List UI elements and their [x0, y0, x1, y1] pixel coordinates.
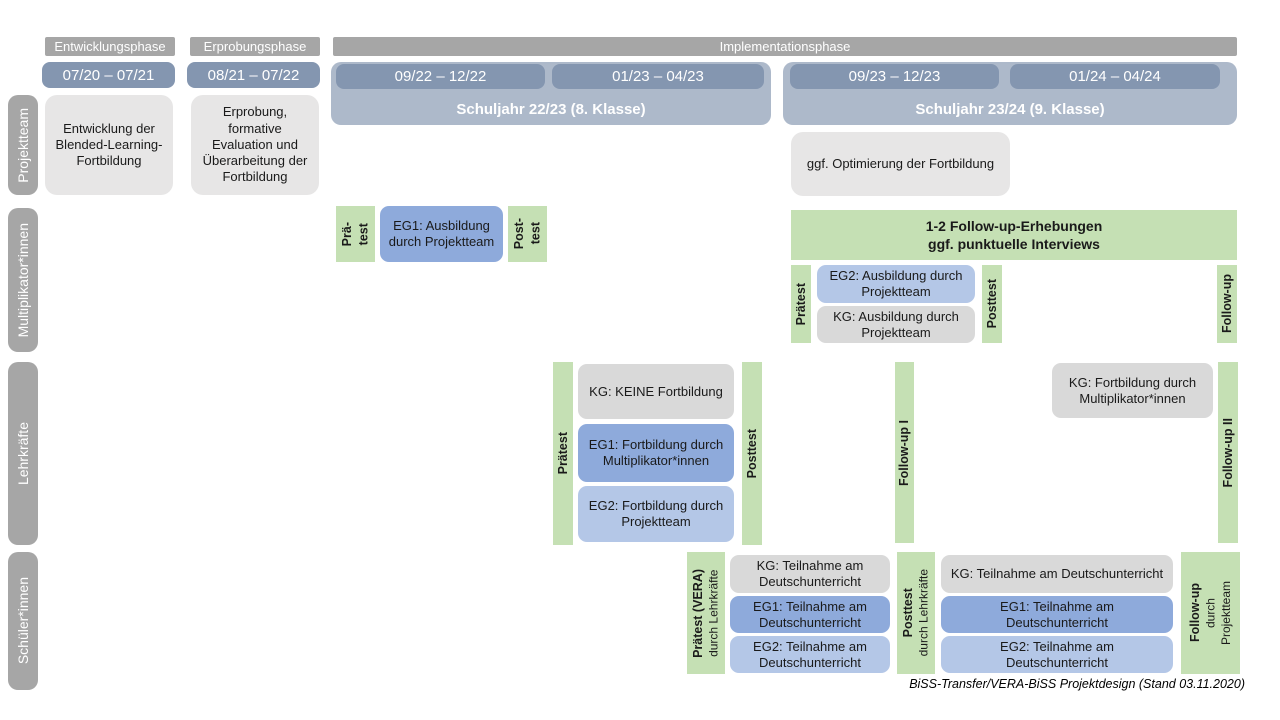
- row-label-schueler: Schüler*innen: [8, 552, 38, 690]
- lehr-eg2-box: EG2: Fortbildung durch Projektteam: [578, 486, 734, 542]
- mult-eg1-box: EG1: Ausbildung durch Projektteam: [380, 206, 503, 262]
- lehr-followup1-bar: Follow-up I: [895, 362, 914, 543]
- schueler-kg2-box: KG: Teilnahme am Deutschunterricht: [941, 555, 1173, 593]
- box-optimierung-fortbildung: ggf. Optimierung der Fortbildung: [791, 132, 1010, 196]
- mult-kg-box: KG: Ausbildung durch Projektteam: [817, 306, 975, 343]
- schueler-posttest-bar: Posttest durch Lehrkräfte: [897, 552, 935, 674]
- schoolyear-label-23-24: Schuljahr 23/24 (9. Klasse): [915, 100, 1105, 118]
- phase-implementation: Implementationsphase: [333, 37, 1237, 56]
- lehr-posttest-bar: Posttest: [742, 362, 762, 545]
- lehr-followup2-bar: Follow-up II: [1218, 362, 1238, 543]
- lehr-kg2-box: KG: Fortbildung durch Multiplikator*inne…: [1052, 363, 1213, 418]
- mult-followup-erhebungen-box: 1-2 Follow-up-Erhebungen ggf. punktuelle…: [791, 210, 1237, 260]
- lehr-eg1-box: EG1: Fortbildung durch Multiplikator*inn…: [578, 424, 734, 482]
- mult-followup-bar: Follow-up: [1217, 265, 1237, 343]
- mult-praetest-bar: Prä- test: [336, 206, 375, 262]
- phase-entwicklung: Entwicklungsphase: [45, 37, 175, 56]
- schueler-eg1b-box: EG1: Teilnahme am Deutschunterricht: [941, 596, 1173, 633]
- lehr-praetest-bar: Prätest: [553, 362, 573, 545]
- period-09-23: 09/23 – 12/23: [790, 64, 999, 89]
- row-label-projektteam: Projektteam: [8, 95, 38, 195]
- period-07-20: 07/20 – 07/21: [42, 62, 175, 88]
- mult-posttest2-bar: Posttest: [982, 265, 1002, 343]
- box-erprobung-evaluation: Erprobung, formative Evaluation und Über…: [191, 95, 319, 195]
- schoolyear-label-22-23: Schuljahr 22/23 (8. Klasse): [456, 100, 646, 118]
- schueler-eg2a-box: EG2: Teilnahme am Deutschunterricht: [730, 636, 890, 673]
- schueler-eg2b-box: EG2: Teilnahme am Deutschunterricht: [941, 636, 1173, 673]
- schueler-praetest-bar: Prätest (VERA) durch Lehrkräfte: [687, 552, 725, 674]
- period-01-23: 01/23 – 04/23: [552, 64, 764, 89]
- schueler-eg1a-box: EG1: Teilnahme am Deutschunterricht: [730, 596, 890, 633]
- mult-posttest-bar: Post- test: [508, 206, 547, 262]
- period-09-22: 09/22 – 12/22: [336, 64, 545, 89]
- mult-praetest2-bar: Prätest: [791, 265, 811, 343]
- phase-erprobung: Erprobungsphase: [190, 37, 320, 56]
- row-label-lehrkraefte: Lehrkräfte: [8, 362, 38, 545]
- box-entwicklung-fortbildung: Entwicklung der Blended-Learning-Fortbil…: [45, 95, 173, 195]
- period-01-24: 01/24 – 04/24: [1010, 64, 1220, 89]
- lehr-kg-box: KG: KEINE Fortbildung: [578, 364, 734, 419]
- mult-eg2-box: EG2: Ausbildung durch Projektteam: [817, 265, 975, 303]
- row-label-multiplikatoren: Multiplikator*innen: [8, 208, 38, 352]
- schueler-kg1-box: KG: Teilnahme am Deutschunterricht: [730, 555, 890, 593]
- schueler-followup-bar: Follow-up durch Projektteam: [1181, 552, 1240, 674]
- period-08-21: 08/21 – 07/22: [187, 62, 320, 88]
- footer-caption: BiSS-Transfer/VERA-BiSS Projektdesign (S…: [909, 677, 1245, 691]
